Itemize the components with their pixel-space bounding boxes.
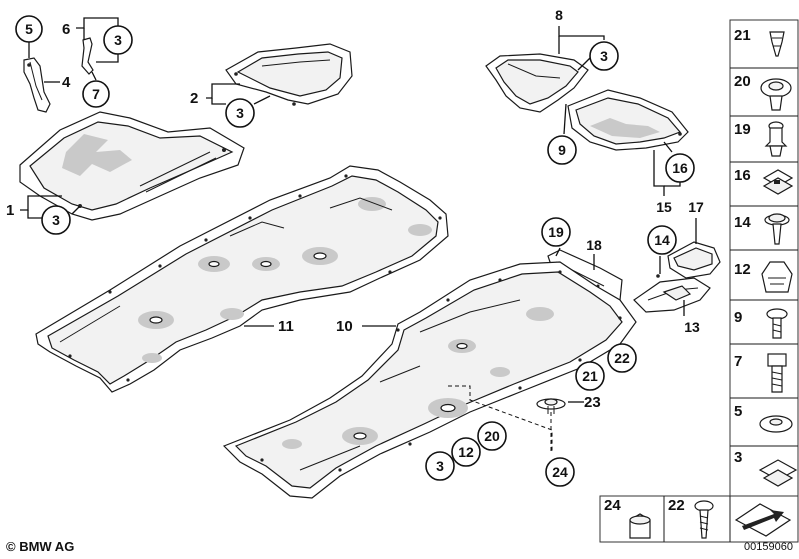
callout-20: 20 xyxy=(484,428,500,444)
callout-23: 23 xyxy=(584,394,601,411)
underbody-panel-part-10 xyxy=(222,261,637,499)
svg-text:3: 3 xyxy=(734,449,742,466)
side-row-9: 9 xyxy=(730,308,798,345)
bracket-part-17 xyxy=(667,241,721,279)
direction-arrow-icon xyxy=(734,503,792,537)
svg-text:21: 21 xyxy=(734,27,751,44)
callout-3: 3 xyxy=(436,458,444,474)
callout-11: 11 xyxy=(278,318,294,335)
callout-3: 3 xyxy=(114,32,122,48)
callout-5: 5 xyxy=(25,21,33,37)
underbody-shield-part-1 xyxy=(19,111,245,221)
callout-1: 1 xyxy=(6,202,14,219)
side-row-12: 12 xyxy=(730,261,798,301)
side-row-21: 21 xyxy=(730,27,798,69)
side-row-20: 20 xyxy=(730,73,798,117)
svg-text:22: 22 xyxy=(668,497,685,514)
callout-4: 4 xyxy=(62,74,71,91)
bracket-part-13 xyxy=(633,274,711,313)
side-parts-panel: 21 20 19 16 14 xyxy=(729,19,799,497)
callout-13: 13 xyxy=(684,319,700,335)
clip-part-6 xyxy=(81,37,94,75)
callout-15: 15 xyxy=(656,199,672,215)
side-row-3: 3 xyxy=(734,449,798,487)
callout-8: 8 xyxy=(555,7,563,23)
svg-text:14: 14 xyxy=(734,214,751,231)
shield-part-8 xyxy=(485,53,589,113)
callout-3: 3 xyxy=(52,212,60,228)
side-row-14: 14 xyxy=(730,213,798,251)
callout-2: 2 xyxy=(190,90,198,107)
svg-text:19: 19 xyxy=(734,121,751,138)
callout-3: 3 xyxy=(600,48,608,64)
copyright-text: © BMW AG xyxy=(6,539,75,554)
callout-17: 17 xyxy=(688,199,704,215)
bottom-row-24: 24 xyxy=(604,497,651,539)
side-row-16: 16 xyxy=(730,167,798,207)
shield-part-16 xyxy=(567,89,689,151)
bottom-parts-panel: 24 22 xyxy=(599,495,799,543)
callout-21: 21 xyxy=(582,368,598,384)
rivet-part-23 xyxy=(536,398,566,414)
bracket-part-4 xyxy=(23,57,51,113)
callout-6: 6 xyxy=(62,21,70,38)
side-row-19: 19 xyxy=(730,121,798,163)
heat-shield-part-2 xyxy=(225,43,353,106)
callout-3: 3 xyxy=(236,105,244,121)
side-row-5: 5 xyxy=(730,403,798,447)
svg-text:20: 20 xyxy=(734,73,751,90)
svg-text:16: 16 xyxy=(734,167,751,184)
svg-text:7: 7 xyxy=(734,353,742,370)
callout-24: 24 xyxy=(552,464,568,480)
callout-14: 14 xyxy=(654,232,670,248)
callout-7: 7 xyxy=(92,86,100,102)
callout-22: 22 xyxy=(614,350,630,366)
leader-lines xyxy=(20,17,697,452)
callout-16: 16 xyxy=(672,160,688,176)
callout-labels: 5 6 3 4 7 2 3 1 3 8 3 9 16 15 17 19 18 1… xyxy=(6,7,704,480)
callout-10: 10 xyxy=(336,318,353,335)
callout-18: 18 xyxy=(586,237,602,253)
callout-circles xyxy=(15,15,695,487)
svg-text:9: 9 xyxy=(734,309,742,326)
side-row-7: 7 xyxy=(730,353,798,399)
svg-text:5: 5 xyxy=(734,403,742,420)
underbody-panel-part-11 xyxy=(35,165,449,393)
drawing-number: 00159060 xyxy=(744,541,793,553)
svg-text:24: 24 xyxy=(604,497,621,514)
callout-19: 19 xyxy=(548,224,564,240)
callout-12: 12 xyxy=(458,444,474,460)
callout-9: 9 xyxy=(558,142,566,158)
bottom-row-22: 22 xyxy=(668,497,714,539)
svg-text:12: 12 xyxy=(734,261,751,278)
